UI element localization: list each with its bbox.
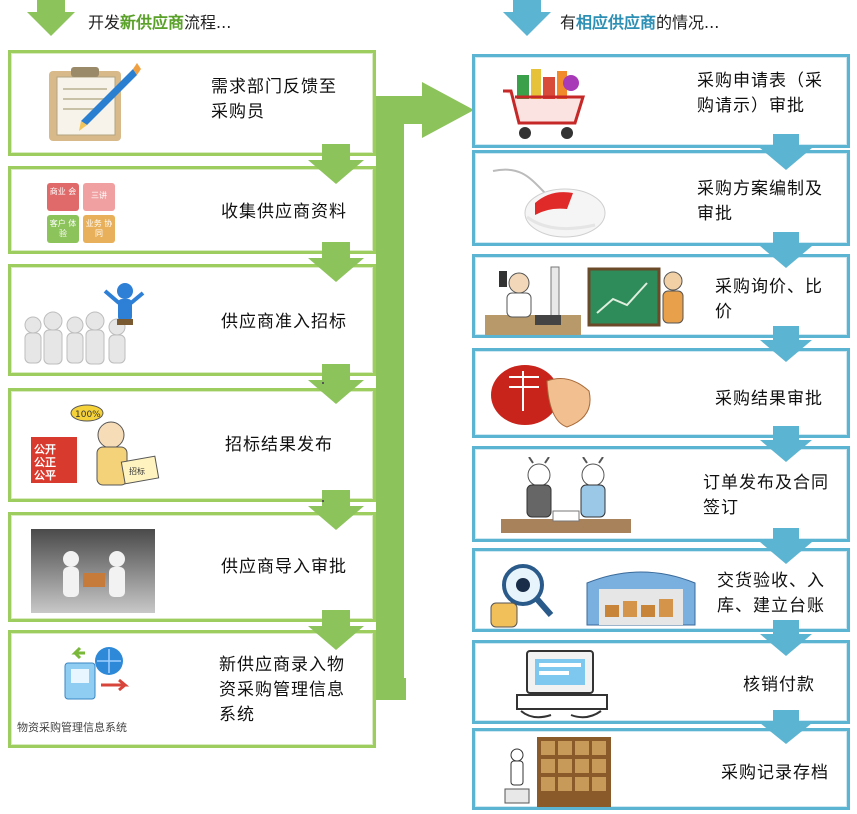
right-step-3-line-1: 采购询价、比 [715,277,823,297]
right-step-2-line-2: 审批 [697,204,733,224]
left-down-arrow-1 [308,144,364,184]
right-step-1-label: 采购申请表（采 购请示）审批 [697,69,823,119]
card-text: 招标 [129,466,145,476]
left-step-6-line-3: 系统 [219,705,255,725]
left-step-3: 供应商准入招标 [8,264,376,376]
right-step-8-line-1: 采购记录存档 [721,763,829,783]
presentation-board-icon [587,267,684,327]
right-header-highlight: 相应供应商 [576,13,657,32]
right-step-8: 采购记录存档 [472,728,850,810]
right-down-arrow-4 [760,426,812,462]
stray-dot-1 [322,382,324,384]
right-down-arrow-5 [760,528,812,564]
badge-percent: 100% [75,410,101,420]
grid-cell-3: 客户 体验 [47,215,79,243]
right-header-prefix: 有 [560,13,577,32]
left-step-3-line-1: 供应商准入招标 [221,312,347,332]
warehouse-icon [586,571,696,626]
left-step-5-label: 供应商导入审批 [221,555,347,580]
left-header-suffix: 流程... [184,13,232,32]
left-down-arrow-5 [308,610,364,650]
left-step-2: 商业 会 三讲 客户 体验 业务 协同 收集供应商资料 [8,166,376,254]
sign-text-fair: 公平 [34,469,56,482]
handover-figures-icon [31,529,155,613]
right-step-4-label: 采购结果审批 [715,387,823,412]
connector-arrow-shaft [374,124,406,700]
left-step-1: 需求部门反馈至 采购员 [8,50,376,156]
right-step-6-line-1: 交货验收、入 [717,571,825,591]
right-step-5-line-2: 签订 [703,498,739,518]
right-step-3: 采购询价、比 价 [472,254,850,338]
right-step-4-line-1: 采购结果审批 [715,389,823,409]
right-header: 有相应供应商的情况... [560,9,719,33]
header-down-arrow-green [27,0,75,36]
right-down-arrow-6 [760,620,812,656]
archive-shelf-icon [504,737,611,807]
left-down-arrow-2 [308,242,364,282]
right-header-suffix: 的情况... [656,13,720,32]
left-down-arrow-4 [308,490,364,530]
right-step-7-label: 核销付款 [743,673,815,698]
grid-cell-2: 三讲 [83,183,115,211]
sign-text-open: 公开 [34,443,56,456]
right-step-5-label: 订单发布及合同 签订 [703,471,829,521]
left-step-5-line-1: 供应商导入审批 [221,557,347,577]
right-step-3-line-2: 价 [715,302,733,322]
right-step-1: 采购申请表（采 购请示）审批 [472,54,850,148]
approval-stamp-icon [491,365,591,428]
left-step-6: 物资采购管理信息系统 新供应商录入物 资采购管理信息 系统 [8,630,376,748]
shopping-cart-icon [503,69,586,139]
right-down-arrow-1 [760,134,812,170]
right-down-arrow-7 [760,710,812,744]
left-down-arrow-3 [308,364,364,404]
left-step-3-label: 供应商准入招标 [221,310,347,335]
contract-signing-icon [501,457,631,533]
magnifier-inspector-icon [490,564,554,628]
left-step-4: 公开 公正 公平 100% 招标 招标结果发布 [8,388,376,502]
right-step-6-label: 交货验收、入 库、建立台账 [717,569,825,619]
right-step-3-label: 采购询价、比 价 [715,275,823,325]
right-step-7-line-1: 核销付款 [743,675,815,695]
bidding-crowd-icon [24,283,145,365]
system-caption: 物资采购管理信息系统 [17,721,127,734]
left-step-1-line-1: 需求部门反馈至 [211,77,337,97]
left-header-prefix: 开发 [88,13,121,32]
left-step-5: 供应商导入审批 [8,512,376,622]
supplier-info-grid-icon: 商业 会 三讲 客户 体验 业务 协同 [47,183,119,245]
left-step-2-label: 收集供应商资料 [221,200,347,225]
laptop-typing-icon [516,650,608,719]
left-step-6-line-2: 资采购管理信息 [219,680,345,700]
right-step-2-line-1: 采购方案编制及 [697,179,823,199]
right-step-6-line-2: 库、建立台账 [717,596,825,616]
right-down-arrow-3 [760,326,812,362]
clipboard-pen-icon [49,63,141,141]
system-computer-icon [64,646,130,700]
left-step-4-line-1: 招标结果发布 [225,435,333,455]
right-down-arrow-2 [760,232,812,268]
right-step-8-label: 采购记录存档 [721,761,829,786]
grid-cell-4: 业务 协同 [83,215,115,243]
header-down-arrow-blue [503,0,551,36]
left-step-1-line-2: 采购员 [211,102,265,122]
right-step-5-line-1: 订单发布及合同 [703,473,829,493]
right-step-5: 订单发布及合同 签订 [472,446,850,542]
right-step-2-label: 采购方案编制及 审批 [697,177,823,227]
computer-mouse-icon [492,168,606,238]
left-step-1-label: 需求部门反馈至 采购员 [211,75,337,125]
left-step-4-label: 招标结果发布 [225,433,333,458]
right-step-1-line-1: 采购申请表（采 [697,71,823,91]
left-header-highlight: 新供应商 [120,13,185,32]
right-step-4: 采购结果审批 [472,348,850,438]
bidding-announcement-icon: 公开 公正 公平 100% 招标 [31,404,160,486]
grid-cell-1: 商业 会 [47,183,79,211]
left-header: 开发新供应商流程... [88,9,231,33]
sign-text-just: 公正 [34,456,56,469]
left-step-2-line-1: 收集供应商资料 [221,202,347,222]
right-step-1-line-2: 购请示）审批 [697,96,805,116]
left-step-6-label: 新供应商录入物 资采购管理信息 系统 [219,653,345,728]
phone-call-icon [485,266,581,335]
left-step-6-line-1: 新供应商录入物 [219,655,345,675]
stray-dot-2 [322,500,324,502]
